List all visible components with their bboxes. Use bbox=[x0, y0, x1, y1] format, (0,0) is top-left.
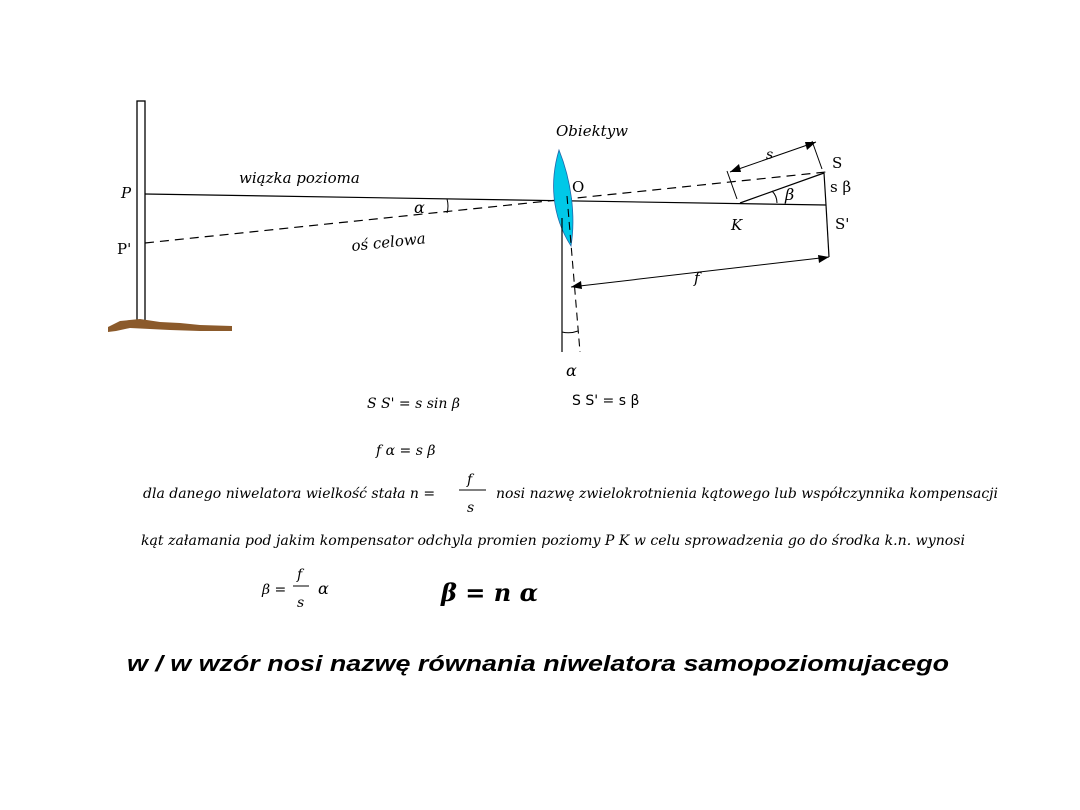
S-label: S bbox=[832, 154, 842, 172]
f-dimension-line bbox=[570, 256, 830, 288]
s-dimension-arrow-right bbox=[805, 142, 816, 150]
alpha-angle-arc bbox=[446, 198, 449, 214]
formula-f-alpha: f α = s β bbox=[375, 443, 435, 459]
sight-axis-label: oś celowa bbox=[351, 229, 427, 255]
f-dimension-arrow-left bbox=[571, 281, 582, 289]
formula-ss-sin: S S' = s sin β bbox=[367, 396, 460, 412]
beta-angle-arc bbox=[771, 190, 778, 204]
definition-text-end: nosi nazwę zwielokrotnienia kątowego lub… bbox=[496, 486, 998, 502]
P-prime-label: P' bbox=[117, 240, 131, 258]
bottom-alpha-arc bbox=[561, 330, 579, 334]
definition-text-start: dla danego niwelatora wielkość stała n = bbox=[143, 486, 435, 502]
fraction-denominator: s bbox=[467, 500, 474, 516]
s-dimension-label: s bbox=[766, 147, 773, 163]
beta-formula-lhs: β = bbox=[261, 582, 286, 598]
f-dimension-arrow-right bbox=[818, 255, 829, 263]
leveling-staff bbox=[136, 100, 146, 324]
horizontal-beam-line bbox=[144, 193, 827, 206]
formula-ss-approx: S S' = s β bbox=[572, 393, 639, 409]
alpha-label: α bbox=[414, 198, 425, 217]
s-to-s-prime-line bbox=[823, 172, 827, 206]
K-label: K bbox=[730, 216, 743, 234]
s-dimension-line bbox=[729, 141, 817, 173]
main-equation: β = n α bbox=[440, 578, 538, 607]
O-label: O bbox=[572, 178, 584, 196]
horizontal-beam-label: wiązka pozioma bbox=[239, 169, 360, 187]
s-dimension-arrow-left bbox=[730, 164, 741, 172]
beta-formula-denominator: s bbox=[297, 595, 304, 611]
footer-statement: w / w wzór nosi nazwę równania niwelator… bbox=[127, 651, 949, 676]
objective-lens bbox=[553, 148, 574, 248]
objective-label: Obiektyw bbox=[556, 122, 628, 140]
s-beta-label: s β bbox=[830, 178, 851, 196]
k-to-s-line bbox=[739, 172, 825, 204]
tilted-dashed-line bbox=[566, 195, 581, 353]
s-prime-down-line bbox=[825, 204, 830, 258]
beta-label: β bbox=[784, 185, 794, 204]
bottom-alpha-label: α bbox=[566, 361, 577, 380]
ground bbox=[108, 319, 232, 332]
s-dimension-tick-left bbox=[726, 170, 738, 200]
fraction-numerator: f bbox=[466, 472, 475, 488]
sight-axis-line bbox=[144, 171, 827, 244]
beta-formula-numerator: f bbox=[296, 567, 305, 583]
beta-formula-rhs: α bbox=[318, 579, 329, 598]
S-prime-label: S' bbox=[835, 215, 849, 233]
P-label: P bbox=[120, 184, 132, 202]
f-dimension-label: f bbox=[693, 269, 702, 287]
compensation-angle-text: kąt załamania pod jakim kompensator odch… bbox=[141, 533, 965, 549]
s-dimension-tick-right bbox=[811, 140, 823, 170]
